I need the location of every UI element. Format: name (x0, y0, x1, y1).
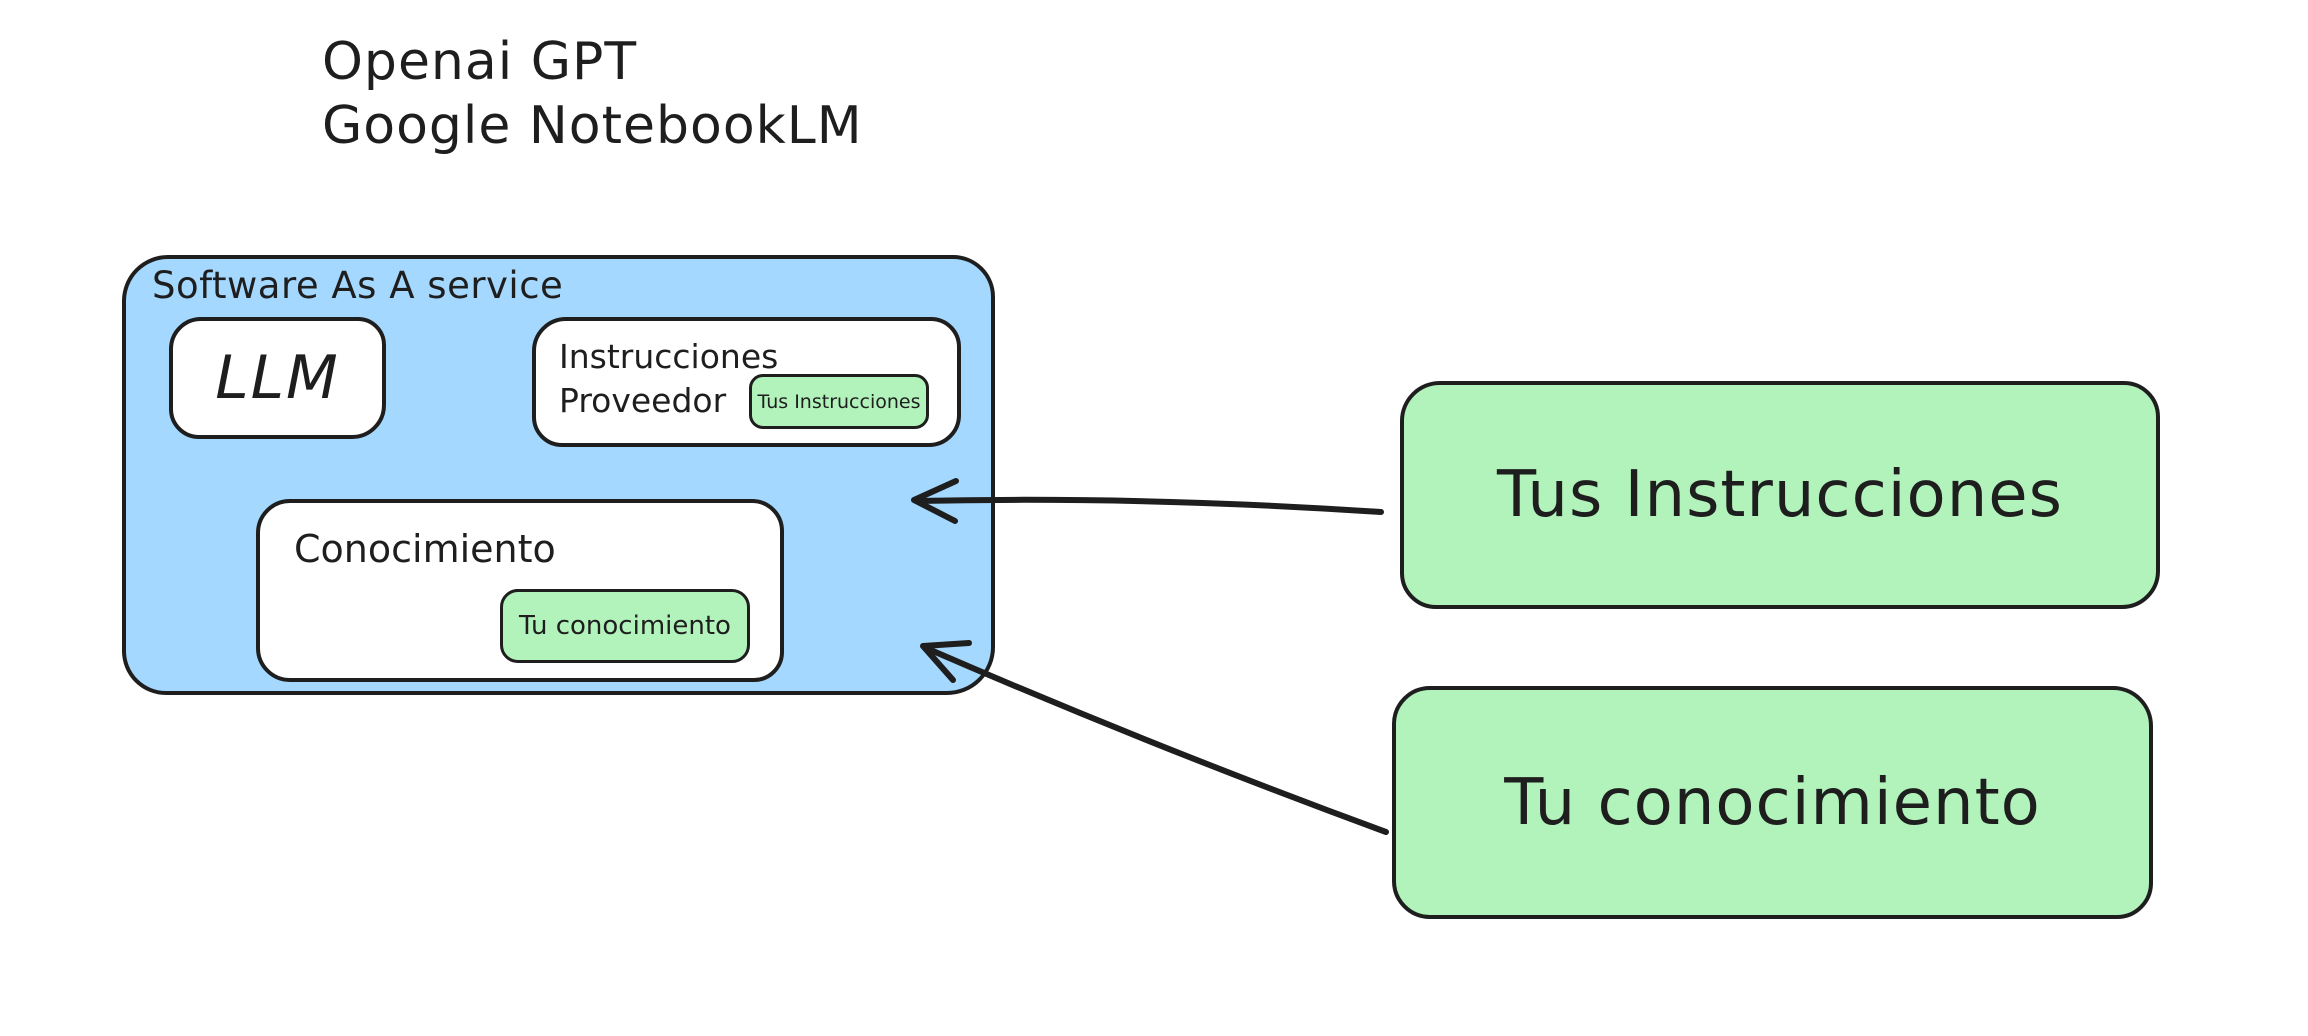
saas-container: Software As A service LLM Instrucciones … (122, 255, 995, 695)
provider-instructions-chip-label: Tus Instrucciones (757, 390, 921, 413)
providers-note: Openai GPT Google NotebookLM (322, 30, 863, 158)
llm-label: LLM (215, 343, 340, 413)
external-instructions-box: Tus Instrucciones (1400, 381, 2160, 609)
knowledge-box: Conocimiento Tu conocimiento (256, 499, 784, 682)
llm-box: LLM (169, 317, 386, 439)
provider-instructions-chip: Tus Instrucciones (749, 374, 929, 429)
external-instructions-label: Tus Instrucciones (1497, 458, 2063, 532)
provider-instructions-line1: Instrucciones (559, 337, 779, 376)
provider-instructions-line2: Proveedor (559, 381, 727, 420)
external-knowledge-box: Tu conocimiento (1392, 686, 2153, 919)
external-knowledge-label: Tu conocimiento (1504, 765, 2041, 840)
providers-note-line2: Google NotebookLM (322, 96, 863, 156)
arrow-knowledge-shaft (923, 645, 1389, 835)
providers-note-line1: Openai GPT (322, 32, 638, 92)
saas-container-label: Software As A service (152, 264, 564, 307)
knowledge-chip-label: Tu conocimiento (519, 611, 731, 641)
provider-instructions-box: Instrucciones Proveedor Tus Instruccione… (532, 317, 961, 447)
knowledge-box-label: Conocimiento (294, 527, 556, 571)
knowledge-chip: Tu conocimiento (500, 589, 750, 663)
arrow-knowledge (920, 640, 1389, 835)
